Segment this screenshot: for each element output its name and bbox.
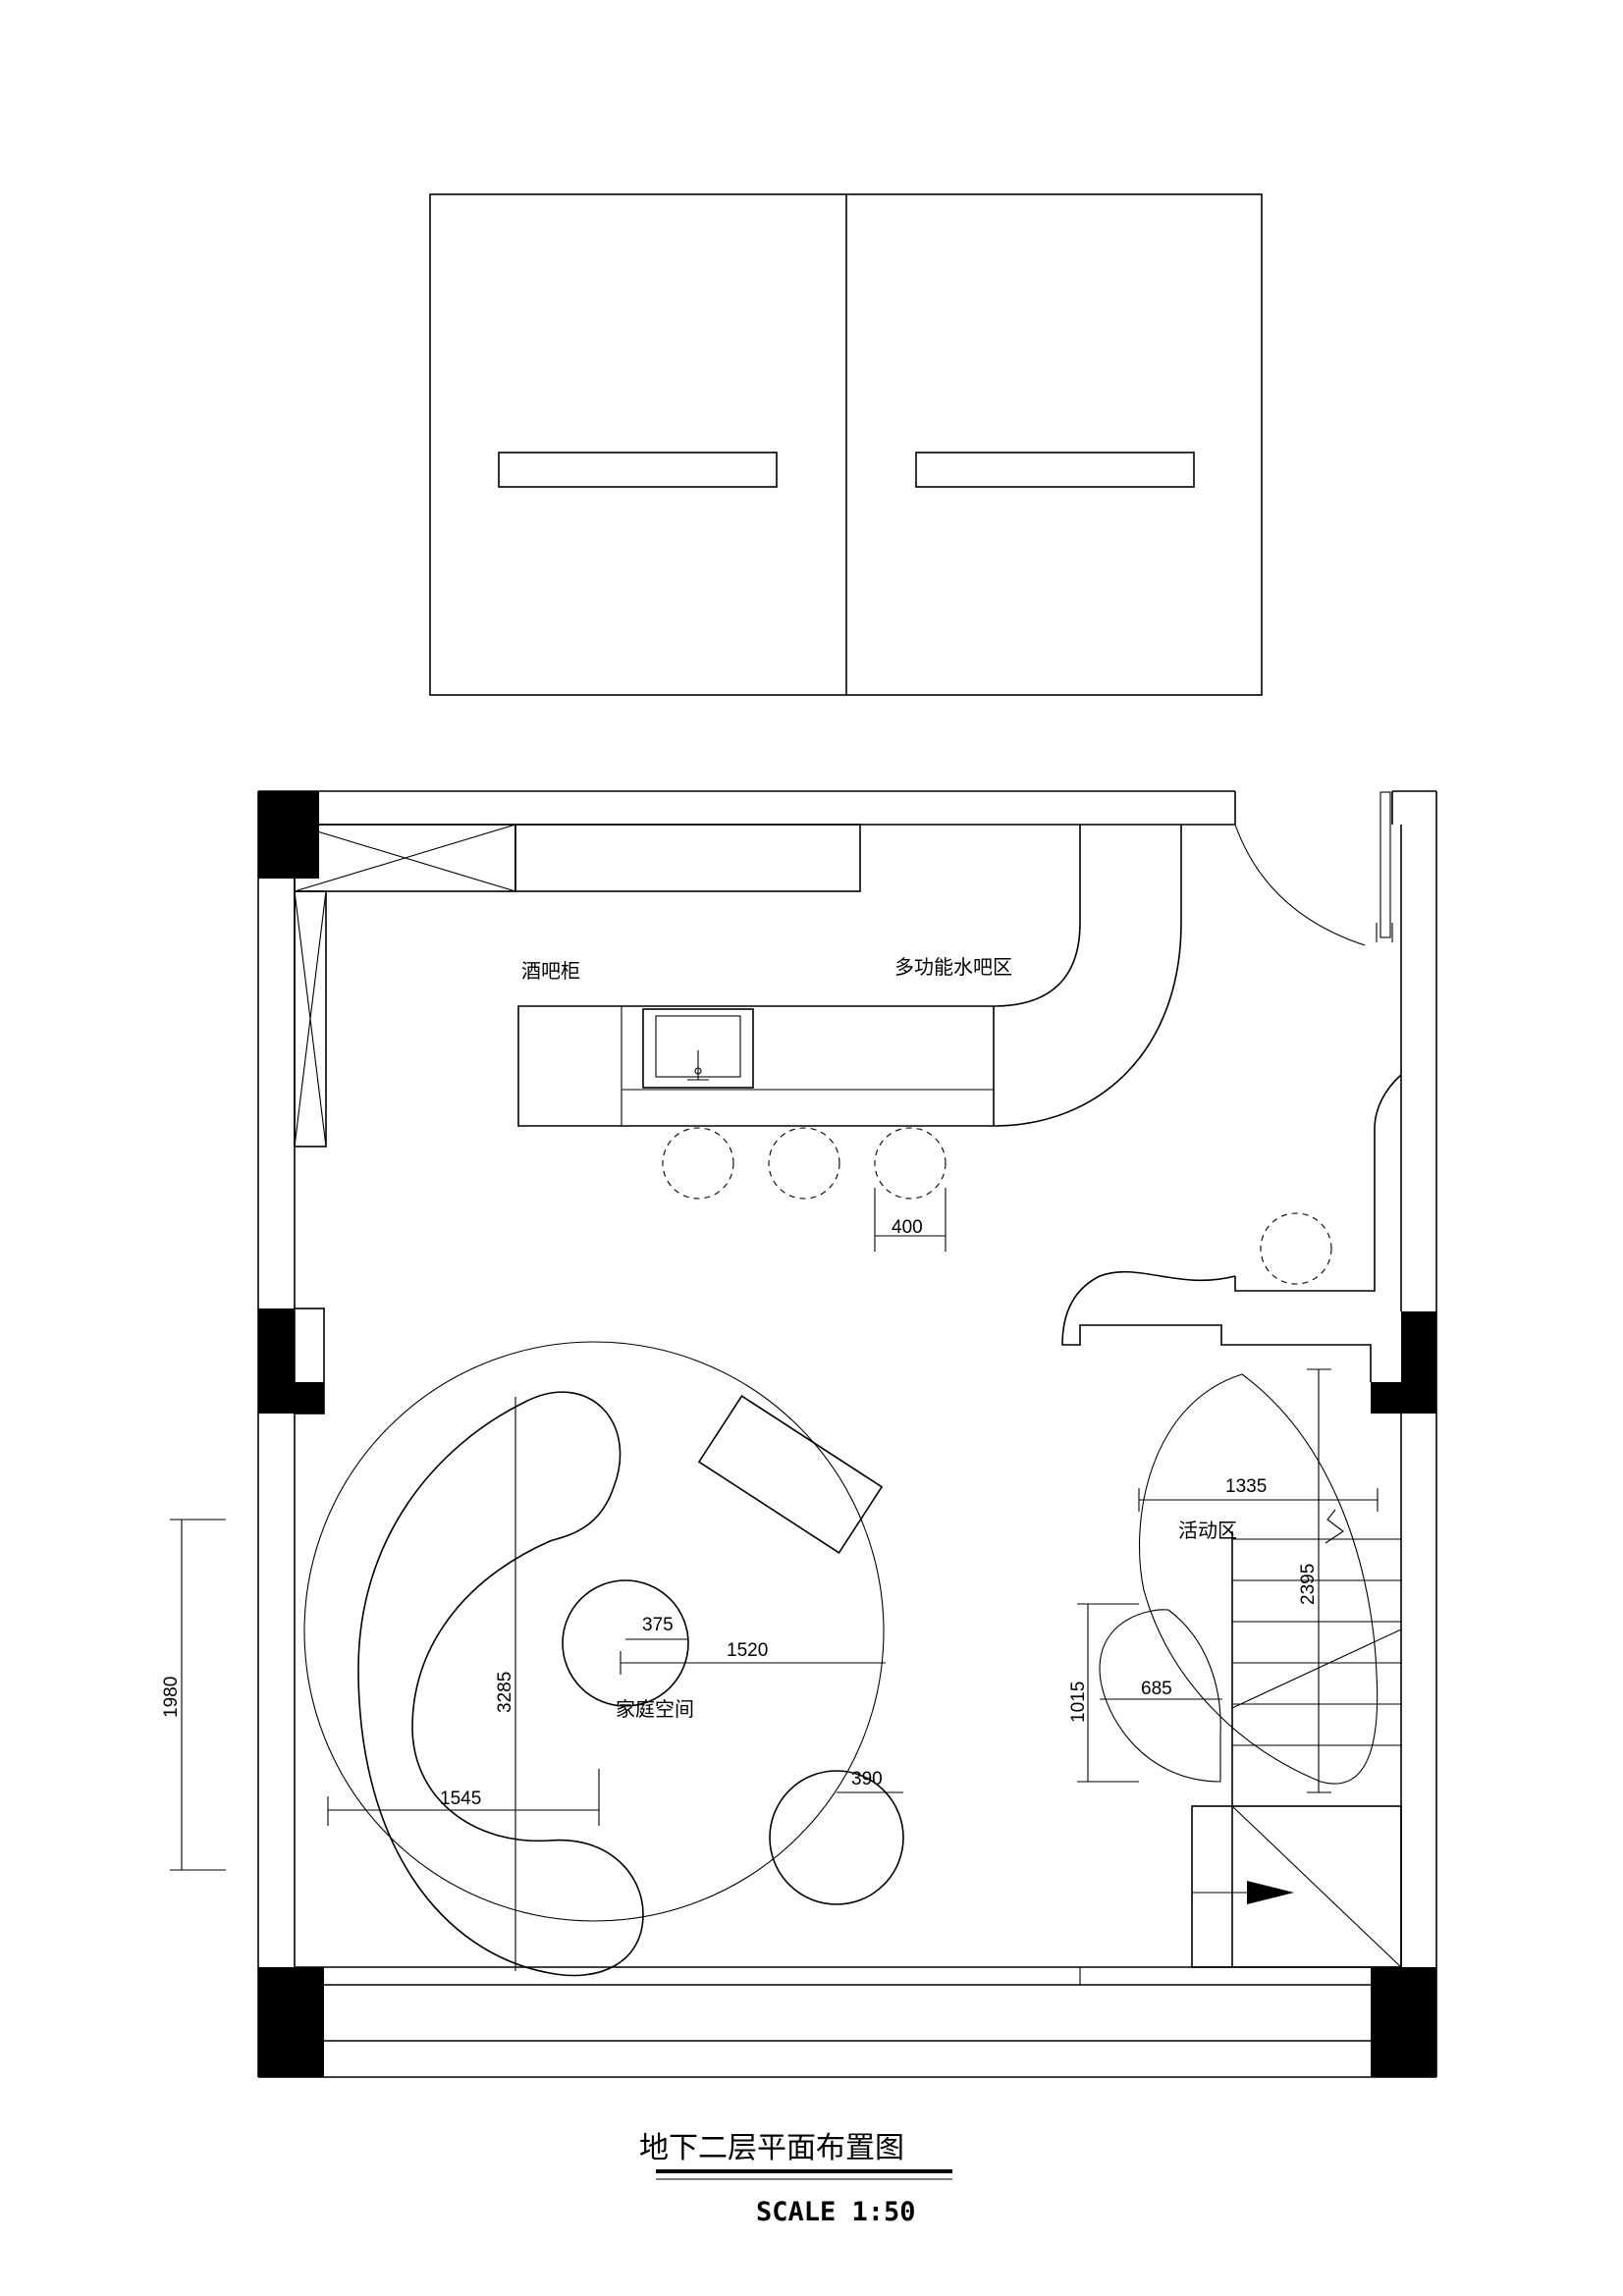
dim-3285: 3285 [495,1672,515,1713]
dim-390: 390 [851,1769,883,1789]
family-room [303,1341,904,1977]
bar-counter [517,825,1182,1200]
dim-2395: 2395 [1298,1564,1319,1605]
dim-1335: 1335 [1225,1476,1267,1497]
drawing-title: 地下二层平面布置图 [639,2131,904,2165]
dim-400: 400 [892,1217,923,1238]
dim-375: 375 [642,1615,674,1635]
entry-door [1234,791,1393,946]
label-water-bar: 多功能水吧区 [894,955,1012,979]
walls [257,790,1437,2078]
label-wine-cabinet: 酒吧柜 [521,959,580,983]
dimension-lines [170,1188,1379,1971]
dim-1015: 1015 [1068,1682,1089,1723]
label-family-room: 家庭空间 [616,1697,694,1721]
dim-1980: 1980 [161,1677,182,1718]
label-activity-area: 活动区 [1178,1519,1237,1542]
drawing-scale: SCALE 1:50 [756,2197,916,2227]
dim-1520: 1520 [727,1640,768,1661]
wine-cabinet [294,824,861,1148]
dim-685: 685 [1141,1679,1172,1699]
upper-block [429,193,1263,696]
activity-area [1099,1373,1402,1968]
right-partition [1061,1074,1402,1382]
dim-1545: 1545 [440,1789,481,1809]
